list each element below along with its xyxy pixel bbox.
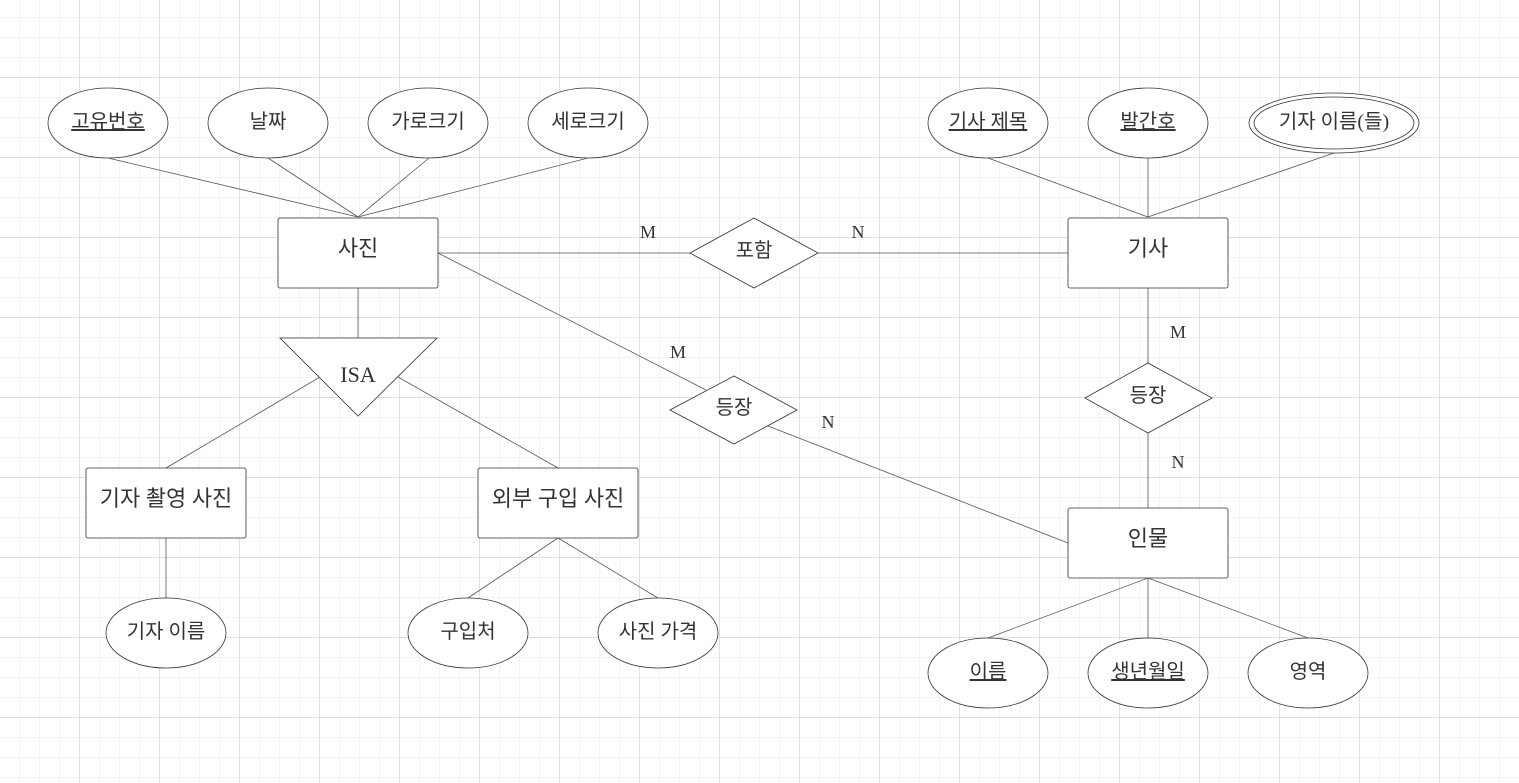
entity-label: 인물 (1128, 526, 1168, 551)
attribute-person-name[interactable]: 이름 (927, 637, 1049, 709)
attribute-person-birth[interactable]: 생년월일 (1087, 637, 1209, 709)
relationship-appears-photo[interactable]: 등장 (669, 375, 798, 445)
edge-photo-appears (437, 252, 707, 391)
attribute-photo-date[interactable]: 날짜 (207, 87, 329, 159)
edge-photo-width (357, 157, 430, 218)
attribute-label: 고유번호 (71, 110, 145, 133)
entity-person[interactable]: 인물 (1067, 507, 1229, 579)
cardinality-contains-article: N (852, 222, 865, 242)
attribute-label: 세로크기 (551, 110, 625, 133)
cardinality-contains-photo: M (640, 222, 656, 242)
attribute-article-issue[interactable]: 발간호 (1087, 87, 1209, 159)
isa-triangle[interactable]: ISA (279, 337, 438, 417)
attribute-photo-price[interactable]: 사진 가격 (597, 597, 719, 669)
attribute-label: 날짜 (250, 110, 287, 133)
attribute-article-title[interactable]: 기사 제목 (927, 87, 1049, 159)
edge-photo-date (267, 157, 359, 218)
entity-label: 사진 (338, 236, 378, 261)
relationship-appears-article[interactable]: 등장 (1084, 362, 1213, 434)
attribute-purchase-source[interactable]: 구입처 (407, 597, 529, 669)
attribute-label: 가로크기 (391, 110, 465, 133)
edge-article-reporters (1147, 152, 1335, 218)
attribute-label: 이름 (970, 660, 1007, 683)
edge-external-price (557, 537, 659, 599)
edge-external-source (467, 537, 559, 599)
relationship-label: 등장 (716, 396, 753, 419)
entity-label: 기자 촬영 사진 (100, 486, 232, 511)
edge-person-field (1147, 577, 1309, 639)
attribute-label: 기자 이름 (127, 620, 206, 643)
attribute-label: 기자 이름(들) (1279, 110, 1389, 133)
cardinality-appears-article-person: N (1172, 452, 1185, 472)
attribute-label: 생년월일 (1111, 660, 1185, 683)
attribute-label: 구입처 (440, 620, 495, 643)
isa-label: ISA (340, 362, 376, 387)
edge-isa-reporter-photo (165, 376, 321, 469)
entity-label: 외부 구입 사진 (492, 486, 624, 511)
attribute-reporter-name[interactable]: 기자 이름 (105, 597, 227, 669)
attribute-label: 사진 가격 (619, 620, 698, 643)
connector-lines (107, 152, 1335, 639)
relationship-label: 포함 (736, 239, 773, 262)
cardinality-appears-photo: M (670, 342, 686, 362)
relationship-contains[interactable]: 포함 (689, 217, 819, 289)
edge-photo-id (107, 157, 359, 218)
cardinality-appears-person: N (822, 412, 835, 432)
attribute-label: 영역 (1290, 660, 1327, 683)
attribute-photo-height[interactable]: 세로크기 (527, 87, 649, 159)
edge-photo-height (357, 157, 589, 218)
relationship-label: 등장 (1130, 384, 1167, 407)
attribute-person-field[interactable]: 영역 (1247, 637, 1369, 709)
entity-label: 기사 (1128, 236, 1168, 261)
entity-article[interactable]: 기사 (1067, 217, 1229, 289)
entity-photo[interactable]: 사진 (277, 217, 439, 289)
attribute-label: 기사 제목 (949, 110, 1028, 133)
cardinality-appears-article: M (1170, 322, 1186, 342)
attribute-photo-width[interactable]: 가로크기 (367, 87, 489, 159)
entity-reporter-photo[interactable]: 기자 촬영 사진 (85, 467, 247, 539)
attribute-label: 발간호 (1120, 110, 1175, 133)
attribute-article-reporters-multivalued[interactable]: 기자 이름(들) (1248, 92, 1420, 154)
edge-person-name (987, 577, 1149, 639)
edge-isa-external-photo (397, 376, 559, 469)
edge-appears-person (767, 425, 1069, 544)
edge-article-title (987, 157, 1149, 218)
attribute-photo-id[interactable]: 고유번호 (47, 87, 169, 159)
entity-external-photo[interactable]: 외부 구입 사진 (477, 467, 639, 539)
